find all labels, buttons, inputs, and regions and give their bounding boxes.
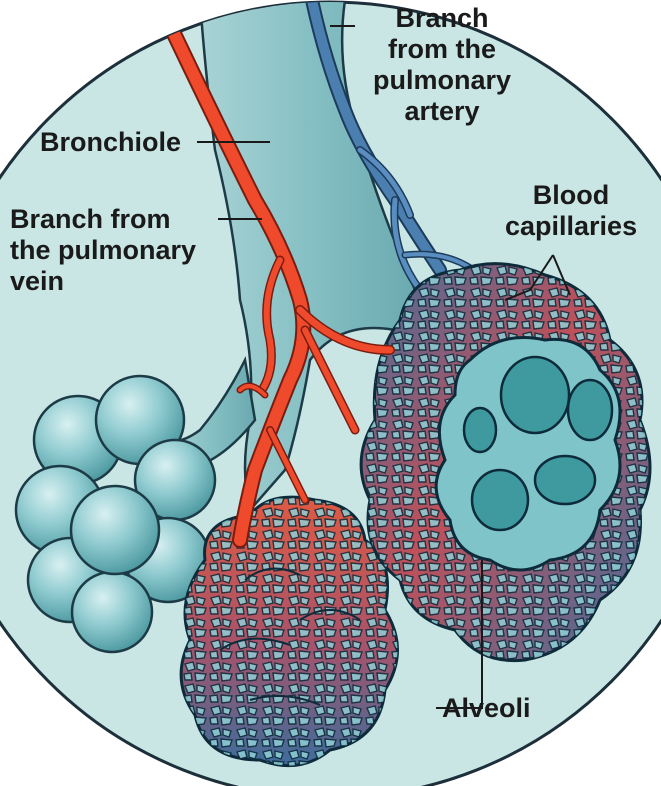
capillary-mesh-cluster-bottom: [181, 497, 397, 765]
label-branch-pulmonary-artery: Branch from the pulmonary artery: [358, 3, 526, 127]
label-alveoli: Alveoli: [442, 693, 531, 724]
label-branch-pulmonary-vein: Branch from the pulmonary vein: [10, 204, 196, 297]
label-blood-capillaries: Blood capillaries: [505, 180, 637, 242]
label-bronchiole: Bronchiole: [40, 127, 181, 158]
